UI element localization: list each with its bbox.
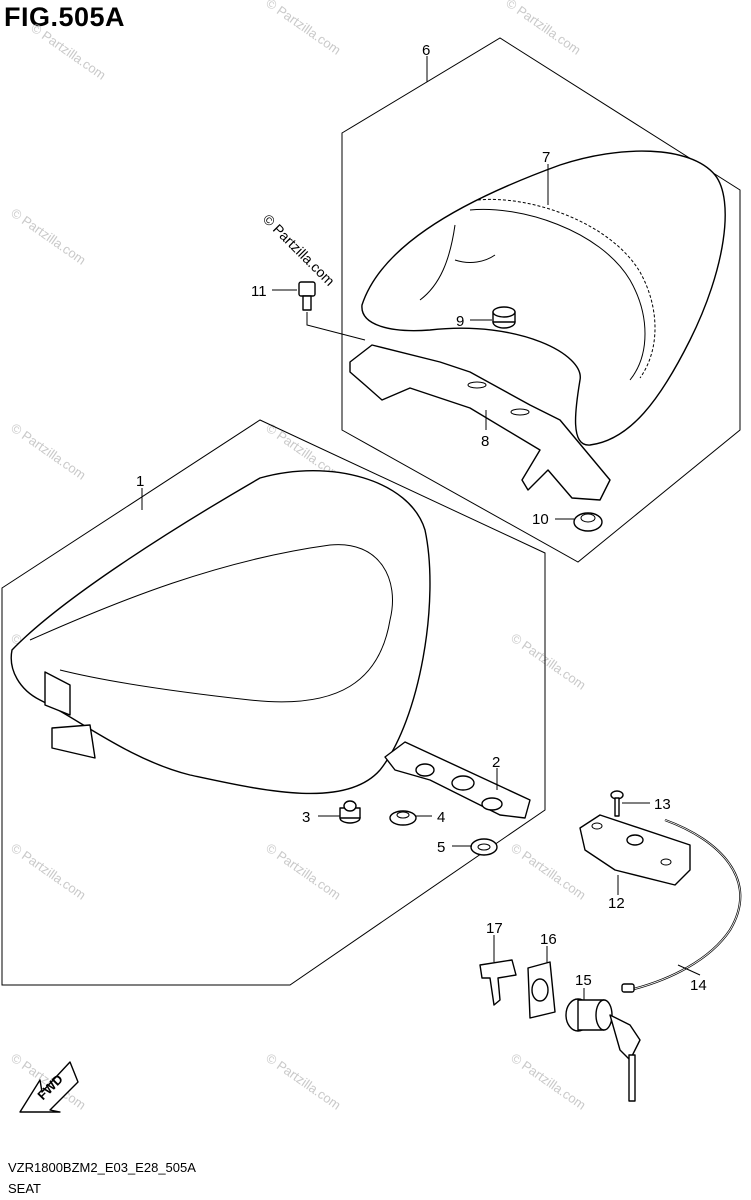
bolt-11 bbox=[298, 281, 316, 311]
callout-3[interactable]: 3 bbox=[302, 809, 310, 826]
callout-8[interactable]: 8 bbox=[481, 433, 489, 450]
screw-13 bbox=[610, 790, 624, 817]
seat-lock-cable bbox=[629, 819, 741, 991]
watermark: © Partzilla.com bbox=[8, 205, 88, 268]
rider-seat bbox=[10, 469, 431, 795]
nut-10 bbox=[573, 512, 603, 532]
callout-15[interactable]: 15 bbox=[575, 972, 592, 989]
callout-12[interactable]: 12 bbox=[608, 895, 625, 912]
watermark: © Partzilla.com bbox=[508, 1050, 588, 1113]
callout-9[interactable]: 9 bbox=[456, 313, 464, 330]
callout-14[interactable]: 14 bbox=[690, 977, 707, 994]
bracket-slot bbox=[467, 381, 487, 389]
callout-10[interactable]: 10 bbox=[532, 511, 549, 528]
watermark: © Partzilla.com bbox=[263, 1050, 343, 1113]
callout-17[interactable]: 17 bbox=[486, 920, 503, 937]
watermark: © Partzilla.com bbox=[28, 20, 108, 83]
cable-end bbox=[621, 983, 635, 993]
bolt-11-guide-line bbox=[306, 312, 366, 341]
seat-bracket bbox=[349, 344, 611, 501]
leader-lines bbox=[141, 56, 701, 1000]
watermark: © Partzilla.com bbox=[508, 630, 588, 693]
callout-11[interactable]: 11 bbox=[251, 283, 267, 300]
bracket-boss bbox=[481, 797, 503, 811]
seat-lock-bracket bbox=[579, 814, 691, 886]
watermark: © Partzilla.com bbox=[503, 0, 583, 58]
callout-1[interactable]: 1 bbox=[136, 473, 144, 490]
washer-5 bbox=[470, 838, 498, 856]
bracket-boss bbox=[415, 763, 435, 777]
bracket-slot bbox=[510, 408, 530, 416]
rider-seat-group-frame bbox=[1, 419, 546, 986]
lock-bracket-hole bbox=[660, 858, 672, 866]
callout-5[interactable]: 5 bbox=[437, 839, 445, 856]
lock-bracket-boss bbox=[626, 834, 644, 846]
watermark: © Partzilla.com bbox=[263, 0, 343, 58]
clip-17 bbox=[479, 959, 517, 1006]
passenger-seat-group-frame bbox=[341, 37, 741, 563]
passenger-seat bbox=[361, 150, 726, 446]
callout-6[interactable]: 6 bbox=[422, 42, 430, 59]
grommet-3 bbox=[339, 800, 361, 824]
watermark: © Partzilla.com bbox=[508, 840, 588, 903]
lock-plate-16 bbox=[527, 961, 556, 1019]
callout-16[interactable]: 16 bbox=[540, 931, 557, 948]
watermark: © Partzilla.com bbox=[260, 211, 338, 289]
bracket-boss bbox=[451, 775, 475, 791]
callout-2[interactable]: 2 bbox=[492, 754, 500, 771]
figure-title: FIG.505A bbox=[4, 2, 126, 32]
lock-bracket-hole bbox=[591, 822, 603, 830]
grommet-9 bbox=[492, 306, 516, 329]
callout-7[interactable]: 7 bbox=[542, 149, 550, 166]
figure-reference-code: VZR1800BZM2_E03_E28_505A bbox=[8, 1160, 196, 1175]
callout-4[interactable]: 4 bbox=[437, 809, 445, 826]
callout-13[interactable]: 13 bbox=[654, 796, 671, 813]
seat-lock-cylinder bbox=[565, 998, 641, 1102]
callout-labels: 1 2 3 4 5 6 7 8 9 10 11 12 13 14 15 16 1… bbox=[136, 42, 707, 994]
nut-4 bbox=[389, 810, 417, 826]
figure-name: SEAT bbox=[8, 1181, 41, 1196]
watermark: © Partzilla.com bbox=[263, 840, 343, 903]
watermark: © Partzilla.com bbox=[8, 840, 88, 903]
watermark: © Partzilla.com bbox=[8, 420, 88, 483]
